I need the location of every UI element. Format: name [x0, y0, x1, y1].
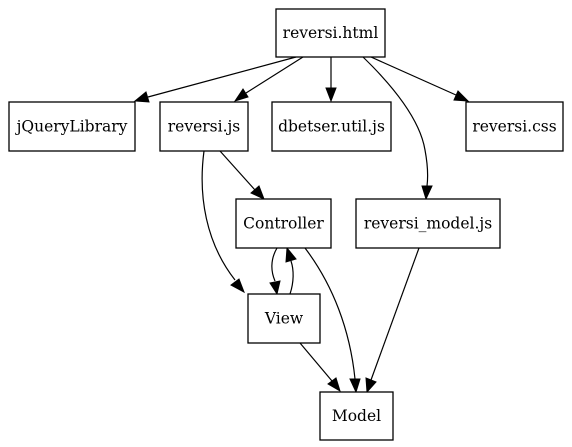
node-view: View [247, 293, 321, 344]
node-label-reversi-html: reversi.html [283, 24, 379, 42]
node-label-reversi-model-js: reversi_model.js [364, 215, 492, 233]
node-reversi-css: reversi.css [465, 101, 564, 152]
nodes: reversi.html jQueryLibrary reversi.js db… [8, 8, 564, 441]
edge-reversi-js-to-view [201, 150, 245, 294]
node-label-reversi-js: reversi.js [168, 118, 241, 136]
node-label-jquery-library: jQueryLibrary [15, 118, 128, 136]
node-reversi-js: reversi.js [159, 101, 249, 152]
edge-reversi-html-to-reversi-js [233, 56, 304, 102]
edge-reversi-html-to-jquery-library [133, 56, 297, 103]
node-jquery-library: jQueryLibrary [8, 101, 136, 152]
edge-view-to-model [299, 342, 341, 393]
node-label-view: View [264, 310, 304, 328]
node-label-reversi-css: reversi.css [472, 118, 556, 136]
node-model: Model [319, 391, 394, 441]
node-dbetser-util-js: dbetser.util.js [271, 101, 392, 152]
edge-reversi-js-to-controller [219, 150, 265, 200]
edge-reversi-html-to-reversi-css [370, 56, 470, 102]
node-label-controller: Controller [243, 215, 324, 233]
edge-reversi-html-to-reversi-model-js [362, 56, 433, 201]
edges [133, 56, 470, 394]
node-label-dbetser-util-js: dbetser.util.js [278, 118, 385, 136]
edge-controller-to-view [269, 247, 281, 296]
edge-reversi-html-to-dbetser-util-js [325, 57, 337, 103]
edge-view-to-controller [285, 246, 297, 295]
node-reversi-model-js: reversi_model.js [355, 198, 501, 249]
node-reversi-html: reversi.html [275, 8, 386, 58]
edge-reversi-model-js-to-model [365, 247, 420, 394]
node-controller: Controller [235, 198, 332, 249]
edge-controller-to-model [304, 247, 361, 394]
node-label-model: Model [332, 407, 381, 425]
